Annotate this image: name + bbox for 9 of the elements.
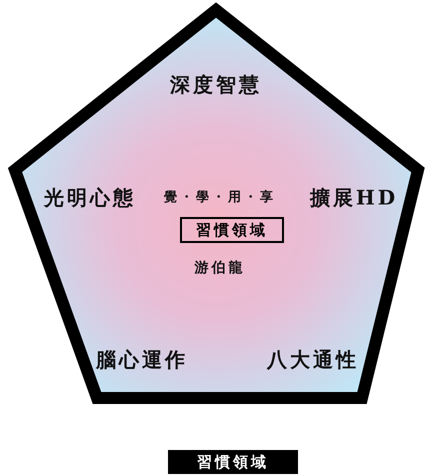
corner-label: 腦心運作 (96, 346, 188, 374)
corner-label: 光明心態 (44, 184, 136, 212)
corner-label: 八大通性 (267, 346, 359, 374)
corner-label: 擴展HD (310, 184, 398, 212)
author-label: 游伯龍 (194, 259, 246, 277)
caption-box: 習慣領域 (168, 450, 298, 474)
title-box: 習慣領域 (180, 217, 284, 243)
center-label: 覺・學・用・享 (164, 188, 276, 206)
corner-label: 深度智慧 (170, 72, 262, 98)
